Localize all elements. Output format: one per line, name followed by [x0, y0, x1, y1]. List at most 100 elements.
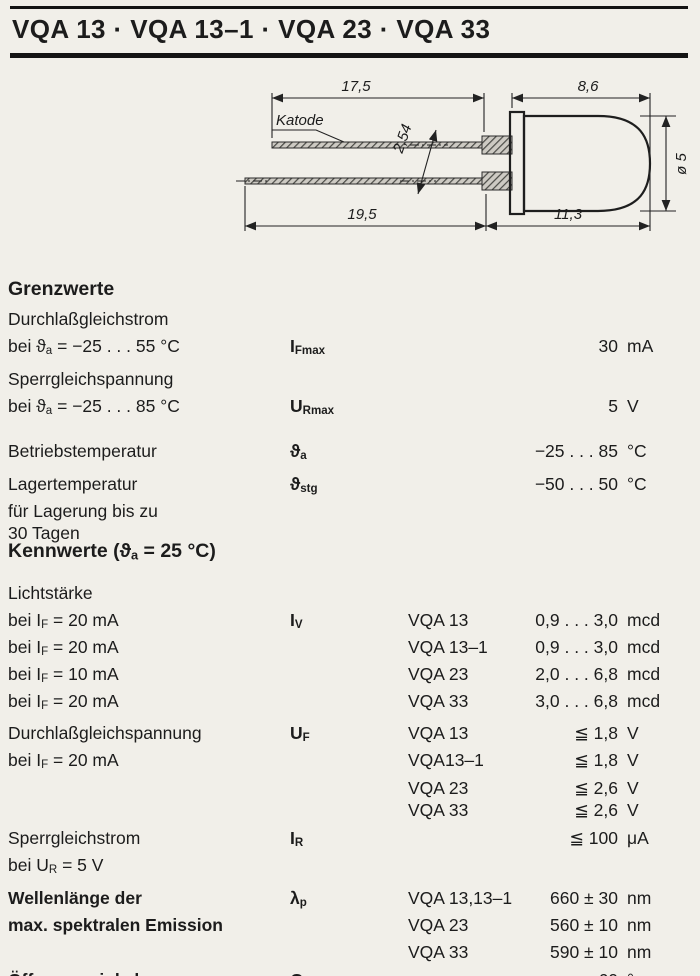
symbol-label: λp [290, 887, 307, 909]
value-number [534, 854, 618, 881]
value-number: 30 [598, 336, 618, 357]
value-number: 0,9 . . . 3,0 [535, 637, 618, 658]
table-row: bei IF = 20 mA VQA 13–1 0,9 . . . 3,0 mc… [8, 636, 684, 663]
symbol-label: IFmax [290, 336, 326, 358]
type-label: VQA 33 [408, 691, 469, 712]
led-leads [236, 135, 513, 191]
param-label: Lagertemperatur [8, 474, 138, 495]
table-row: bei UR = 5 V [8, 854, 684, 881]
value-number: 0,9 . . . 3,0 [535, 610, 618, 631]
value-unit [618, 308, 678, 335]
table-row: Sperrgleichspannung [8, 368, 684, 395]
type-label: VQA13–1 [408, 750, 484, 771]
param-label: Sperrgleichspannung [8, 369, 174, 390]
symbol-label [290, 777, 408, 799]
table-row: für Lagerung bis zu [8, 500, 684, 522]
param-label: Betriebstemperatur [8, 441, 157, 462]
value-number: −25 . . . 85 [534, 441, 618, 462]
kennwerte-table: Lichtstärke bei IF = 20 mA IV VQA 13 0,9… [8, 582, 684, 976]
type-label: VQA 23 [408, 914, 469, 935]
symbol-label [290, 663, 408, 690]
param-label: Öffnungswinkel [8, 969, 290, 976]
symbol-label [290, 582, 408, 609]
value-number: 660 ± 30 [550, 887, 618, 908]
table-row: Lagertemperatur ϑstg −50 . . . 50 °C [8, 473, 684, 500]
value-number: 3,0 . . . 6,8 [535, 691, 618, 712]
value-unit: mcd [627, 664, 661, 685]
value-unit: ° [618, 969, 678, 976]
value-number [534, 582, 618, 609]
value-unit: mcd [627, 637, 661, 658]
param-label [8, 941, 290, 963]
table-row: bei IF = 20 mA VQA13–1 ≦ 1,8 V [8, 749, 684, 776]
symbol-label [290, 368, 408, 395]
type-label [408, 969, 534, 976]
table-row: Durchlaßgleichspannung UF VQA 13 ≦ 1,8 V [8, 722, 684, 749]
value-unit [618, 522, 678, 544]
value-number [408, 308, 618, 335]
param-label: Sperrgleichstrom [8, 827, 141, 848]
value-unit: V [627, 777, 639, 798]
symbol-label: ϑa [290, 441, 307, 463]
symbol-label: URmax [290, 396, 335, 418]
param-label: Durchlaßgleichstrom [8, 309, 169, 329]
value-number: ≦ 1,8 [574, 750, 618, 771]
value-number [408, 522, 618, 544]
value-unit [618, 368, 678, 395]
value-number: 60 [534, 969, 618, 976]
table-row: max. spektralen Emission VQA 23 560 ± 10… [8, 914, 684, 941]
param-label: Durchlaßgleichspannung [8, 723, 202, 744]
param-label: bei IF = 20 mA [8, 750, 119, 772]
table-row: bei IF = 10 mA VQA 23 2,0 . . . 6,8 mcd [8, 663, 684, 690]
table-row: bei ϑa = −25 . . . 85 °C URmax 5 V [8, 395, 684, 422]
dim-body-label: 8,6 [578, 78, 600, 95]
value-number: ≦ 2,6 [574, 799, 618, 820]
value-unit [618, 500, 678, 522]
table-row: Lichtstärke [8, 582, 684, 609]
value-unit [618, 582, 678, 609]
table-row: Sperrgleichstrom IR ≦ 100 μA [8, 827, 684, 854]
value-unit: V [627, 750, 639, 771]
grenzwerte-table: Durchlaßgleichstrom bei ϑa = −25 . . . 5… [8, 308, 684, 544]
table-row: bei ϑa = −25 . . . 55 °C IFmax 30 mA [8, 335, 684, 362]
param-label: bei IF = 20 mA [8, 691, 119, 713]
type-label: VQA 13,13–1 [408, 887, 513, 908]
table-row: VQA 23 ≦ 2,6 V [8, 777, 684, 799]
symbol-label [290, 636, 408, 663]
type-label: VQA 13–1 [408, 637, 488, 658]
type-label [408, 827, 534, 854]
symbol-label [290, 854, 408, 881]
table-row: 30 Tagen [8, 522, 684, 544]
symbol-label [290, 308, 408, 335]
symbol-label [290, 690, 408, 717]
type-label: VQA 23 [408, 664, 469, 685]
param-label: bei ϑa = −25 . . . 85 °C [8, 396, 180, 418]
dim-lead-top-label: 17,5 [341, 78, 371, 95]
symbol-label [290, 914, 408, 941]
param-label: bei IF = 20 mA [8, 637, 119, 659]
type-label [408, 854, 534, 881]
symbol-label: ϑstg [290, 474, 318, 496]
dim-body-total-label: 11,3 [554, 206, 583, 223]
dimension-lines [245, 93, 671, 231]
table-row: Wellenlänge der λp VQA 13,13–1 660 ± 30 … [8, 887, 684, 914]
dim-pitch-label: 2,54 [390, 122, 416, 156]
param-label: 30 Tagen [8, 523, 80, 544]
table-row: Betriebstemperatur ϑa −25 . . . 85 °C [8, 440, 684, 467]
value-number: ≦ 100 [569, 827, 618, 848]
value-unit [618, 854, 678, 881]
param-label: bei ϑa = −25 . . . 55 °C [8, 336, 180, 358]
led-body-outline [508, 110, 652, 216]
type-label [408, 582, 534, 609]
value-unit: nm [627, 887, 652, 908]
value-unit: nm [627, 914, 652, 935]
value-unit: V [627, 396, 639, 417]
param-label [8, 799, 290, 821]
symbol-label [290, 522, 408, 544]
page-title: VQA 13 · VQA 13–1 · VQA 23 · VQA 33 [12, 14, 491, 44]
table-row: VQA 33 590 ± 10 nm [8, 941, 684, 963]
value-unit: nm [627, 941, 652, 962]
katode-label: Katode [276, 112, 324, 129]
value-number: 2,0 . . . 6,8 [535, 664, 618, 685]
